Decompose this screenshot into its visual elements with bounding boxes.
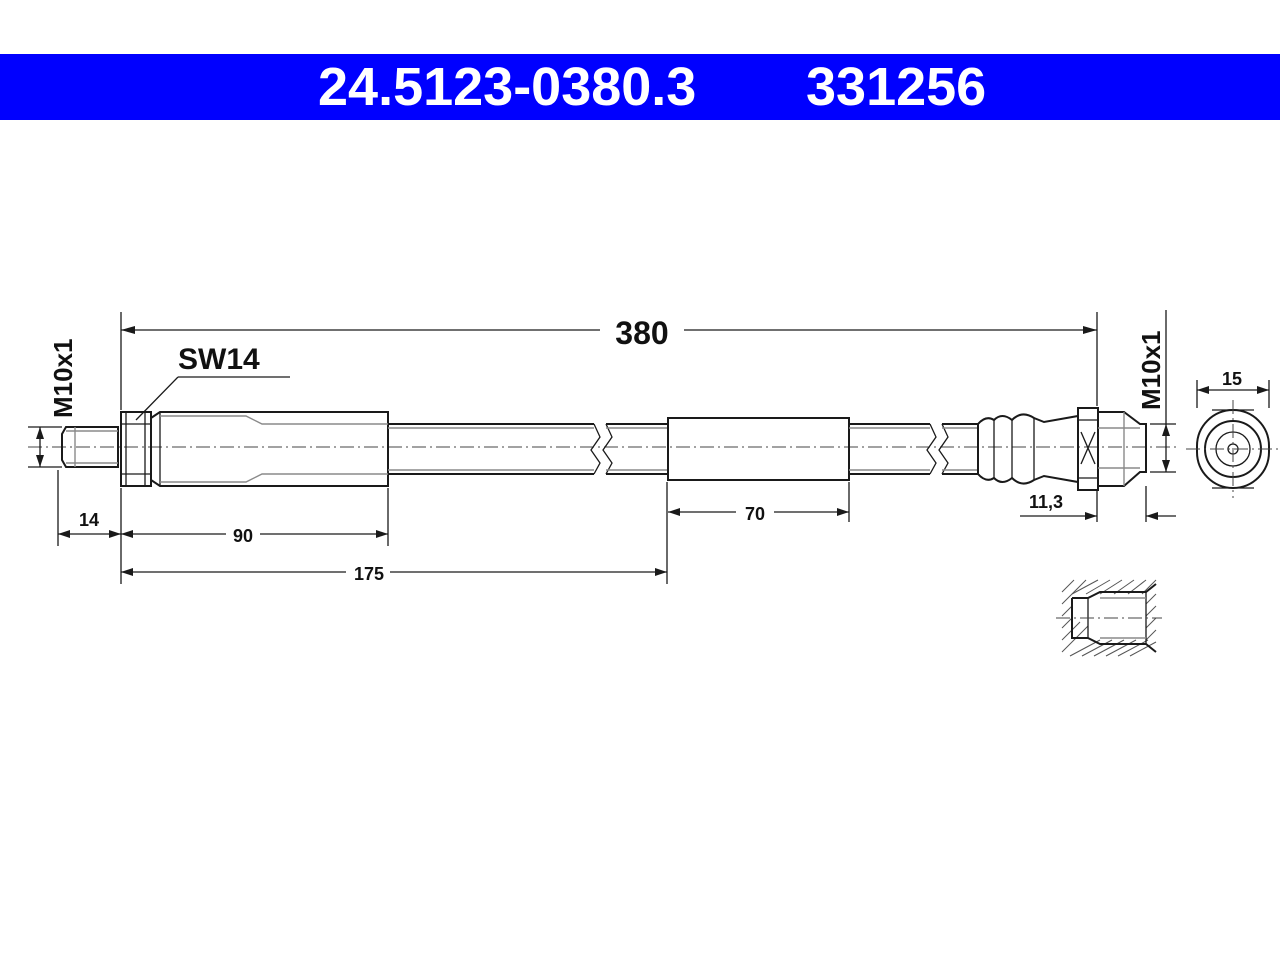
- wrench-size: SW14: [178, 343, 260, 376]
- hex-width-dim: [1196, 380, 1270, 408]
- dimension-90: [121, 488, 389, 546]
- sw14-leader: [135, 376, 290, 421]
- header-bar: 24.5123-0380.3 331256: [0, 54, 1280, 120]
- dim-hex-width: 15: [1222, 369, 1242, 389]
- dim-thread-length: 14: [79, 510, 99, 530]
- dimension-380: [120, 312, 1098, 410]
- reference-number: 331256: [806, 57, 987, 117]
- dim-fitting-length: 90: [233, 526, 253, 546]
- end-view: [1186, 400, 1280, 498]
- thread-right-dim: [1150, 310, 1176, 473]
- left-fitting: [61, 411, 389, 487]
- dim-right-fitting: 11,3: [1029, 492, 1063, 512]
- dim-sleeve-length: 70: [745, 504, 765, 524]
- dimension-14: [57, 470, 122, 584]
- part-number: 24.5123-0380.3: [318, 57, 697, 117]
- thread-right: M10x1: [1136, 331, 1166, 411]
- dimension-70: [668, 482, 850, 522]
- protective-sleeve: [667, 417, 850, 481]
- hose-body: [388, 417, 978, 481]
- dim-sleeve-position: 175: [354, 564, 384, 584]
- dimension-11-3: [1020, 486, 1176, 522]
- section-detail: [1056, 579, 1162, 657]
- dim-total-length: 380: [615, 315, 668, 351]
- dimension-175: [121, 482, 668, 584]
- thread-left-dim: [28, 426, 62, 468]
- thread-left: M10x1: [48, 339, 78, 419]
- right-fitting: [977, 407, 1147, 491]
